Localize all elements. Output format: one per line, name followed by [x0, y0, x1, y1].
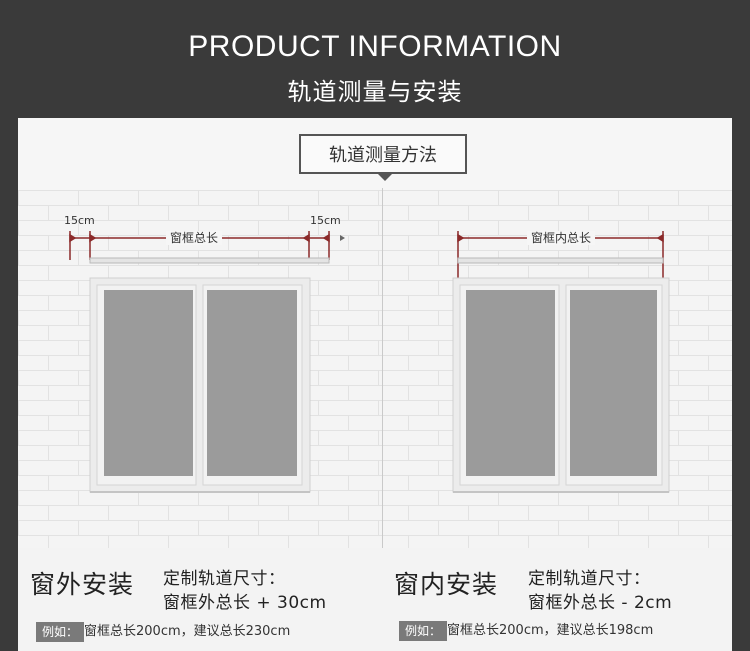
inside-example-tag: 例如： — [399, 621, 448, 641]
inside-spec-line2: 窗框外总长 - 2cm — [528, 593, 673, 613]
info-panel: 轨道测量方法 15cm 15cm 窗框总长 — [18, 118, 732, 651]
method-label-box: 轨道测量方法 — [299, 134, 467, 174]
method-label: 轨道测量方法 — [329, 145, 437, 166]
inside-example-text: 窗框总长200cm，建议总长198cm — [447, 623, 654, 638]
right-span-label: 窗框内总长 — [527, 231, 596, 245]
outside-spec-line2: 窗框外总长 + 30cm — [163, 593, 327, 613]
right-curtain-rod — [457, 257, 664, 264]
left-glass-pane-2 — [207, 290, 297, 476]
method-pointer-arrow — [378, 174, 392, 181]
outside-example-tag: 例如： — [36, 622, 85, 642]
right-margin-label: 15cm — [310, 214, 341, 227]
left-margin-label: 15cm — [64, 214, 95, 227]
left-span-label: 窗框总长 — [166, 231, 223, 245]
outside-spec-line1: 定制轨道尺寸： — [163, 569, 286, 589]
left-curtain-rod — [89, 257, 330, 264]
inside-spec-line1: 定制轨道尺寸： — [528, 569, 651, 589]
left-window-diagram — [69, 231, 345, 493]
outside-install-title: 窗外安装 — [30, 570, 135, 599]
right-glass-pane-1 — [466, 290, 555, 476]
left-measure-line — [69, 231, 345, 260]
install-info-strip — [18, 548, 732, 651]
right-window-diagram — [452, 231, 670, 493]
page-header: PRODUCT INFORMATION 轨道测量与安装 — [0, 0, 750, 118]
inside-install-title: 窗内安装 — [394, 570, 499, 599]
title-english: PRODUCT INFORMATION — [188, 30, 562, 63]
panel-divider — [382, 188, 383, 651]
outside-example-text: 窗框总长200cm，建议总长230cm — [84, 624, 291, 639]
right-glass-pane-2 — [570, 290, 657, 476]
title-chinese: 轨道测量与安装 — [287, 78, 463, 106]
left-glass-pane-1 — [104, 290, 193, 476]
